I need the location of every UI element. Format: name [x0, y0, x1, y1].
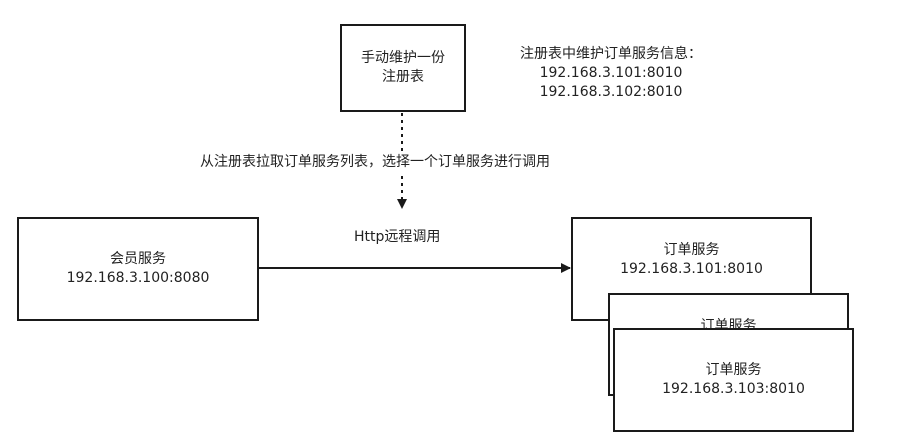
- registry-box: 手动维护一份 注册表: [340, 24, 466, 112]
- member-service-box: 会员服务 192.168.3.100:8080: [17, 217, 259, 321]
- http-call-label: Http远程调用: [354, 229, 441, 245]
- member-service-address: 192.168.3.100:8080: [66, 270, 210, 286]
- order-service-address: 192.168.3.103:8010: [662, 381, 805, 397]
- member-service-name: 会员服务: [110, 251, 166, 267]
- order-service-name: 订单服务: [705, 362, 762, 378]
- registry-note-title: 注册表中维护订单服务信息：: [520, 46, 702, 62]
- pull-label: 从注册表拉取订单服务列表，选择一个订单服务进行调用: [198, 153, 552, 172]
- order-service-name: 订单服务: [663, 242, 720, 258]
- registry-note: 注册表中维护订单服务信息： 192.168.3.101:8010 192.168…: [505, 45, 717, 102]
- registry-note-entry: 192.168.3.101:8010: [539, 65, 683, 81]
- registry-note-entry: 192.168.3.102:8010: [539, 84, 683, 100]
- registry-box-line2: 注册表: [382, 69, 424, 85]
- order-service-address: 192.168.3.101:8010: [620, 261, 763, 277]
- registry-box-line1: 手动维护一份: [361, 50, 445, 66]
- order-service-box: 订单服务 192.168.3.103:8010: [613, 328, 854, 432]
